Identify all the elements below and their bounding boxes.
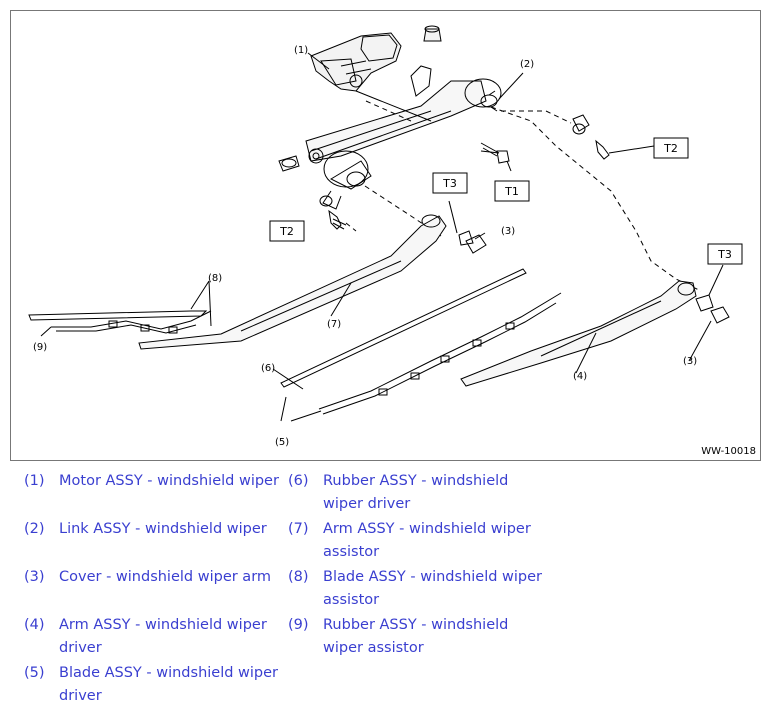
driver-arm-drawing [460,280,730,387]
legend-text: Cover - windshield wiper arm [59,569,272,585]
svg-text:T1: T1 [504,185,519,198]
legend-text: Link ASSY - windshield wiper [59,521,267,537]
legend-num: (7) [288,521,309,537]
callout-3-left: (3) [501,226,515,237]
callout-2: (2) [520,59,534,70]
legend-text: Blade ASSY - windshield wiper driver [59,665,279,704]
callout-6: (6) [261,363,275,374]
legend-num: (8) [288,569,309,585]
legend-text: Rubber ASSY - windshield wiper driver [323,473,509,512]
torque-box-t1: T1 [494,180,530,202]
callout-leaders [40,52,724,422]
legend-text: Arm ASSY - windshield wiper assistor [323,521,531,560]
assistor-arm-drawing [138,214,487,350]
torque-box-t2-left: T2 [269,220,305,242]
torque-box-t2-right: T2 [653,137,689,159]
assistor-blade-drawing [28,310,212,334]
svg-text:T3: T3 [717,248,732,261]
legend-num: (4) [24,617,45,633]
callout-8: (8) [208,273,222,284]
callout-7: (7) [327,319,341,330]
legend-num: (1) [24,473,45,489]
figure-id-label: WW-10018 [701,446,756,457]
svg-text:T2: T2 [279,225,294,238]
legend-num: (9) [288,617,309,633]
driver-blade-drawing [318,292,562,415]
callout-1: (1) [294,45,308,56]
legend-num: (6) [288,473,309,489]
callout-4: (4) [573,371,587,382]
diagram-svg: T1 T2 T2 T3 T3 (1) (2) (3) (3) (4) (5) (… [28,25,743,448]
driver-rubber-drawing [280,268,527,388]
torque-box-t3-left: T3 [432,172,468,194]
callout-3-right: (3) [683,356,697,367]
legend-text: Blade ASSY - windshield wiper assistor [323,569,543,608]
legend-num: (3) [24,569,45,585]
svg-text:T2: T2 [663,142,678,155]
callout-5: (5) [275,437,289,448]
svg-text:T3: T3 [442,177,457,190]
exploded-diagram: T1 T2 T2 T3 T3 (1) (2) (3) (3) (4) (5) (… [10,10,761,461]
legend-text: Motor ASSY - windshield wiper [59,473,279,489]
link-assy-drawing [278,65,610,230]
callout-9: (9) [33,342,47,353]
assembly-dashed-lines [345,100,702,292]
torque-box-t3-right: T3 [707,243,743,265]
legend-num: (5) [24,665,45,681]
legend-num: (2) [24,521,45,537]
legend-text: Arm ASSY - windshield wiper driver [59,617,267,656]
motor-assy-drawing [310,25,442,92]
legend-text: Rubber ASSY - windshield wiper assistor [323,617,509,656]
